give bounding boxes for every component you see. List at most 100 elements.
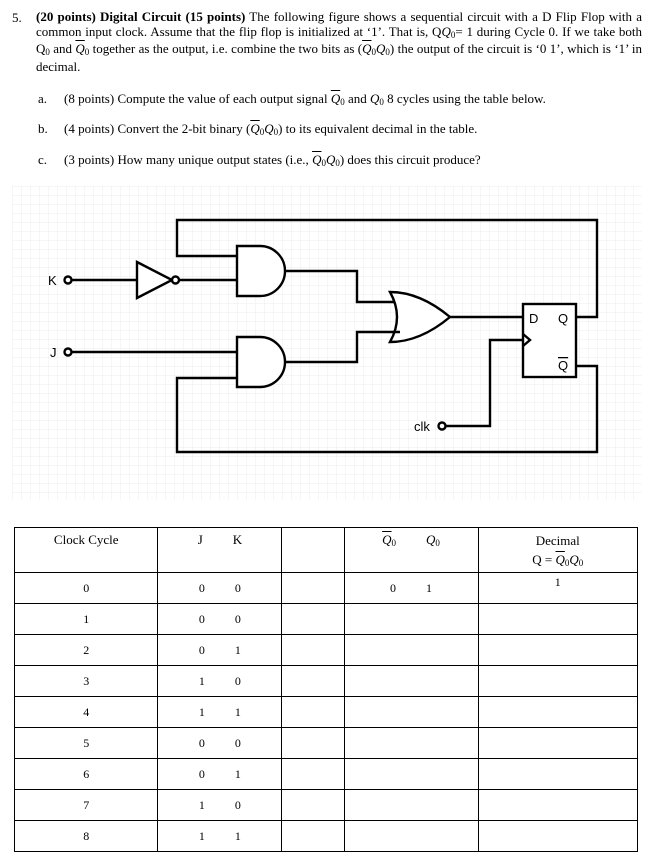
header-clock-cycle: Clock Cycle: [13, 527, 159, 573]
question-heading: (20 points) Digital Circuit (15 points): [36, 9, 246, 24]
ff-d-label: D: [529, 311, 538, 326]
question-intro: (20 points) Digital Circuit (15 points) …: [36, 9, 643, 74]
truth-table: Clock Cycle J K Q0 Q0 Decimal Q = Q0Q0 0…: [13, 527, 639, 852]
cell-decimal: 1: [477, 572, 639, 604]
k-input-terminal: [63, 275, 73, 285]
cell-cycle: 3: [13, 665, 159, 697]
header-qbar: Q0: [382, 532, 397, 548]
cell-k: 0: [234, 580, 241, 595]
cell-decimal: [477, 820, 639, 852]
j-label: J: [50, 345, 57, 360]
cell-k: 1: [234, 828, 241, 843]
ff-q-label: Q: [558, 311, 568, 326]
and-upper-output-wire: [285, 269, 400, 304]
cell-j: 1: [198, 828, 205, 843]
qbar-feedback-wire: [175, 364, 599, 454]
cell-j: 0: [198, 642, 205, 657]
cell-decimal: [477, 665, 639, 697]
q-feedback-wire: [175, 218, 599, 319]
cell-decimal: [477, 727, 639, 759]
cell-outputs: [343, 727, 479, 759]
cell-cycle: 2: [13, 634, 159, 666]
cell-decimal: [477, 789, 639, 821]
cell-qbar: 0: [390, 580, 397, 595]
header-q: Q0: [426, 532, 440, 548]
header-decimal: Decimal Q = Q0Q0: [477, 527, 639, 573]
cell-outputs: [343, 665, 479, 697]
cell-decimal: [477, 696, 639, 728]
cell-k: 0: [234, 797, 241, 812]
part-b: b.(4 points) Convert the 2-bit binary (Q…: [38, 121, 478, 137]
not-gate-bubble: [170, 275, 181, 285]
cell-j: 0: [198, 611, 205, 626]
ff-qbar-label: Q: [558, 358, 568, 373]
cell-cycle: 1: [13, 603, 159, 635]
cell-j: 1: [198, 797, 205, 812]
table-row: 1 0 0: [13, 603, 639, 635]
cell-outputs: [343, 758, 479, 790]
cell-k: 1: [234, 704, 241, 719]
cell-j: 1: [198, 704, 205, 719]
header-jk: J K: [157, 527, 283, 573]
cell-outputs: [343, 634, 479, 666]
part-a: a.(8 points) Compute the value of each o…: [38, 91, 546, 107]
cell-j: 0: [198, 580, 205, 595]
cell-outputs: [343, 696, 479, 728]
cell-j: 0: [198, 735, 205, 750]
cell-cycle: 6: [13, 758, 159, 790]
header-j: J: [197, 532, 203, 547]
clk-terminal: [437, 421, 447, 431]
cell-decimal: [477, 634, 639, 666]
and-gate-upper: [235, 244, 287, 298]
cell-outputs: [343, 789, 479, 821]
cell-cycle: 5: [13, 727, 159, 759]
cell-q: 1: [426, 580, 433, 595]
cell-outputs: [343, 820, 479, 852]
cell-k: 0: [234, 611, 241, 626]
cell-j: 1: [198, 673, 205, 688]
or-gate: [387, 290, 452, 344]
cell-k: 0: [234, 673, 241, 688]
question-number: 5.: [12, 10, 22, 25]
header-outputs: Q0 Q0: [343, 527, 479, 573]
j-input-terminal: [63, 347, 73, 357]
clk-label: clk: [414, 419, 430, 434]
k-label: K: [48, 273, 57, 288]
d-flip-flop: [521, 302, 578, 379]
cell-k: 1: [234, 766, 241, 781]
cell-decimal: [477, 758, 639, 790]
cell-cycle: 8: [13, 820, 159, 852]
cell-k: 1: [234, 642, 241, 657]
circuit-diagram: K J clk D Q Q: [12, 186, 642, 500]
cell-decimal: [477, 603, 639, 635]
not-gate: [135, 260, 175, 300]
cell-cycle: 0: [13, 572, 159, 604]
cell-j: 0: [198, 766, 205, 781]
clk-wire: [446, 338, 523, 428]
cell-k: 0: [234, 735, 241, 750]
part-c: c.(3 points) How many unique output stat…: [38, 152, 481, 168]
and-lower-output-wire: [285, 330, 400, 364]
cell-cycle: 4: [13, 696, 159, 728]
table-header-row: Clock Cycle J K Q0 Q0 Decimal Q = Q0Q0: [13, 527, 639, 573]
clock-triangle: [522, 333, 532, 347]
header-k: K: [232, 532, 243, 547]
and-gate-lower: [235, 335, 287, 389]
